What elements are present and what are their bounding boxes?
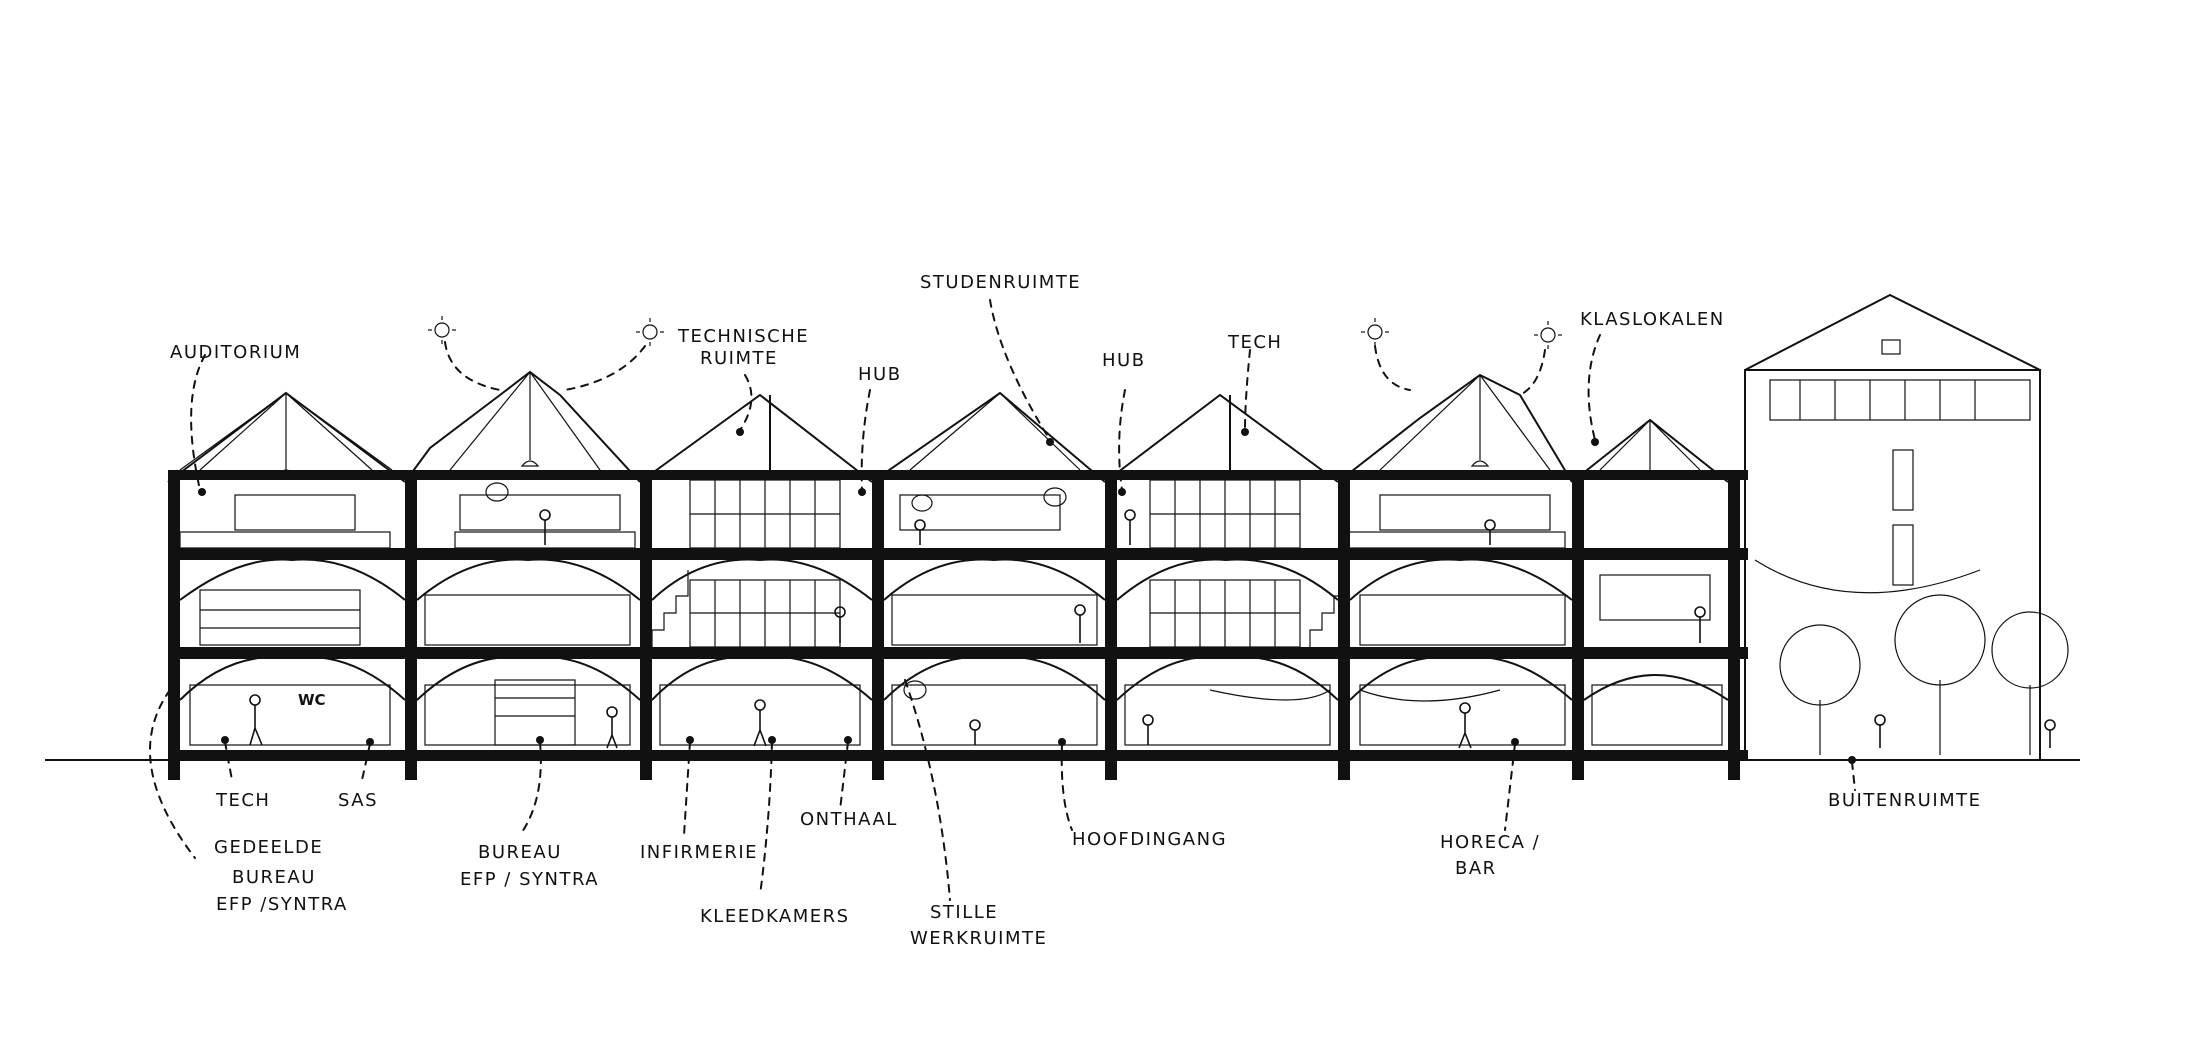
label-hub-left: HUB <box>858 364 902 385</box>
string-lights-icon <box>1209 559 1981 702</box>
label-kleedkamers: KLEEDKAMERS <box>700 906 850 927</box>
label-bureau-2: EFP / SYNTRA <box>460 869 599 890</box>
label-stille-1: STILLE <box>930 902 998 923</box>
label-hoofdingang: HOOFDINGANG <box>1072 829 1227 850</box>
columns <box>168 470 1740 780</box>
label-bureau-1: BUREAU <box>478 842 562 863</box>
shelves <box>199 589 576 746</box>
leader-lines <box>149 299 1856 901</box>
roofs <box>167 370 1729 483</box>
label-technische-ruimte-2: RUIMTE <box>700 348 778 369</box>
roof-trusses <box>179 371 1701 471</box>
label-tech-top: TECH <box>1227 332 1282 353</box>
label-gedeelde-1: GEDEELDE <box>214 837 323 858</box>
sun-rays-leaders <box>444 341 1546 396</box>
person-figure-icon <box>249 509 2056 749</box>
label-onthaal: ONTHAAL <box>800 809 898 830</box>
label-buitenruimte: BUITENRUIMTE <box>1828 790 1982 811</box>
label-hub-right: HUB <box>1102 350 1146 371</box>
floor-slabs <box>168 470 1748 760</box>
speech-bubble-icon <box>485 482 1067 700</box>
adjacent-building <box>1744 293 2041 761</box>
ground-floor-arches <box>179 655 1729 701</box>
label-infirmerie: INFIRMERIE <box>640 842 758 863</box>
sun-icon <box>428 316 1562 349</box>
label-horeca-2: BAR <box>1455 858 1497 879</box>
first-floor-arches <box>179 558 1573 601</box>
label-auditorium: AUDITORIUM <box>170 342 301 363</box>
windows <box>189 494 1723 746</box>
stairs <box>651 570 1347 647</box>
label-tech-bottom: TECH <box>215 790 270 811</box>
wc-label: WC <box>298 691 326 709</box>
label-stille-2: WERKRUIMTE <box>910 928 1047 949</box>
technical-room-grid <box>689 479 1301 648</box>
annotations: AUDITORIUM TECHNISCHE RUIMTE HUB STUDENR… <box>170 272 1982 949</box>
railings <box>179 531 1566 549</box>
label-gedeelde-3: EFP /SYNTRA <box>216 894 348 915</box>
label-sas: SAS <box>338 790 378 811</box>
label-gedeelde-2: BUREAU <box>232 867 316 888</box>
lamp-icon <box>276 372 1660 477</box>
tree-icon <box>1779 594 2069 755</box>
label-klaslokalen: KLASLOKALEN <box>1580 309 1725 330</box>
label-technische-ruimte-1: TECHNISCHE <box>677 326 809 347</box>
label-horeca-1: HORECA / <box>1440 832 1540 853</box>
label-studenruimte: STUDENRUIMTE <box>920 272 1081 293</box>
